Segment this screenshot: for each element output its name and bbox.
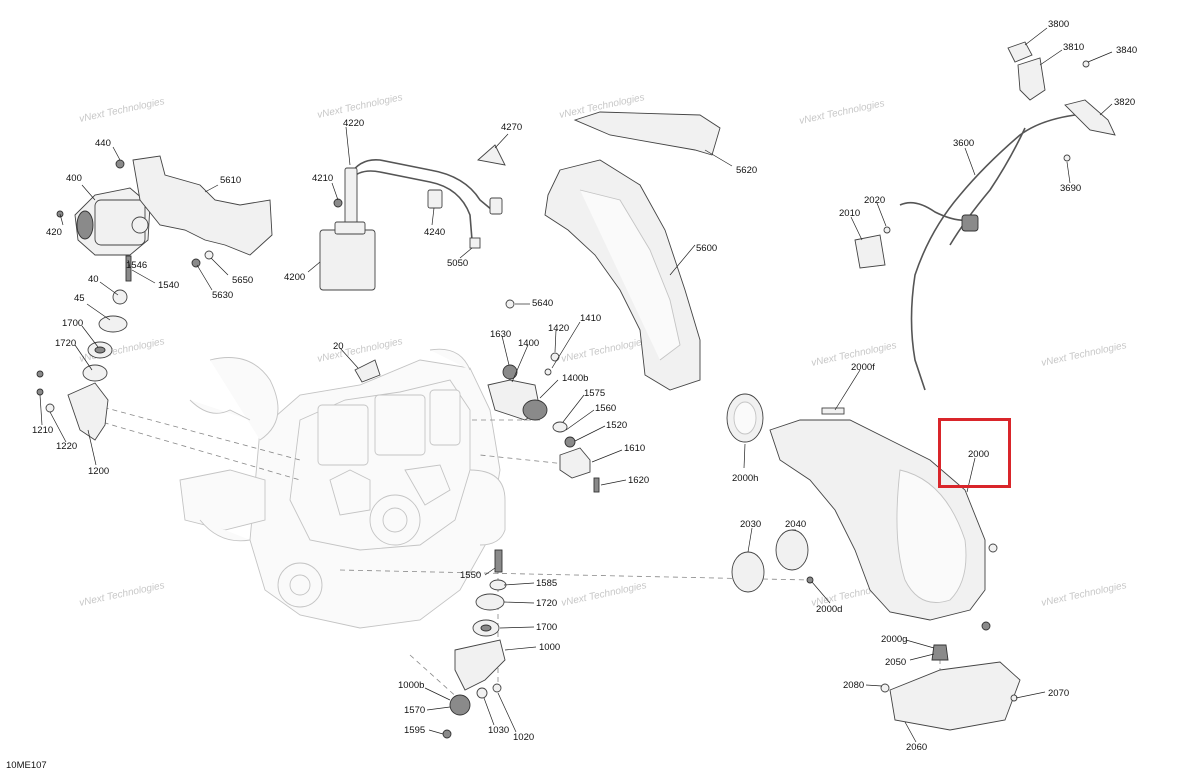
callout-2060: 2060 [906, 742, 927, 753]
callout-1546: 1546 [126, 260, 147, 271]
callout-1540: 1540 [158, 280, 179, 291]
watermark: vNext Technologies [78, 580, 165, 609]
watermark: vNext Technologies [316, 92, 403, 121]
callout-5650: 5650 [232, 275, 253, 286]
watermark: vNext Technologies [1040, 580, 1127, 609]
callout-4270: 4270 [501, 122, 522, 133]
callout-1200: 1200 [88, 466, 109, 477]
callout-5640: 5640 [532, 298, 553, 309]
callout-1610: 1610 [624, 443, 645, 454]
highlighted-part-box[interactable]: 2000 [938, 418, 1011, 488]
callout-5610: 5610 [220, 175, 241, 186]
callout-2000f: 2000f [851, 362, 875, 373]
diagram-code: 10ME107 [6, 760, 47, 771]
callout-1575: 1575 [584, 388, 605, 399]
callout-1400: 1400 [518, 338, 539, 349]
callout-1210: 1210 [32, 425, 53, 436]
callout-5050: 5050 [447, 258, 468, 269]
callout-1720: 1720 [55, 338, 76, 349]
callout-2020: 2020 [864, 195, 885, 206]
heat-shield-group [505, 111, 721, 391]
callout-400: 400 [66, 173, 82, 184]
callout-2000d: 2000d [816, 604, 842, 615]
callout-1595: 1595 [404, 725, 425, 736]
callout-1620: 1620 [628, 475, 649, 486]
watermark: vNext Technologies [560, 580, 647, 609]
callout-3840: 3840 [1116, 45, 1137, 56]
engine-assembly-illustration [179, 348, 506, 629]
callout-2000h: 2000h [732, 473, 758, 484]
callout-5630: 5630 [212, 290, 233, 301]
callout-40: 40 [88, 274, 99, 285]
callout-2080: 2080 [843, 680, 864, 691]
watermark: vNext Technologies [1040, 340, 1127, 369]
callout-3690: 3690 [1060, 183, 1081, 194]
callout-1000b: 1000b [398, 680, 424, 691]
callout-5620: 5620 [736, 165, 757, 176]
callout-1720: 1720 [536, 598, 557, 609]
callout-1560: 1560 [595, 403, 616, 414]
callout-1585: 1585 [536, 578, 557, 589]
watermark: vNext Technologies [798, 98, 885, 127]
callout-3820: 3820 [1114, 97, 1135, 108]
callout-20: 20 [333, 341, 344, 352]
callout-2050: 2050 [885, 657, 906, 668]
callout-3810: 3810 [1063, 42, 1084, 53]
callout-2040: 2040 [785, 519, 806, 530]
watermark: vNext Technologies [560, 336, 647, 365]
callout-1700: 1700 [62, 318, 83, 329]
callout-1400b: 1400b [562, 373, 588, 384]
callout-4220: 4220 [343, 118, 364, 129]
watermark: vNext Technologies [316, 336, 403, 365]
callout-1550: 1550 [460, 570, 481, 581]
callout-2000g: 2000g [881, 634, 907, 645]
throttle-cable-group [854, 41, 1116, 391]
watermark: vNext Technologies [78, 96, 165, 125]
ignition-coil-group [319, 144, 506, 291]
callout-1700: 1700 [536, 622, 557, 633]
callout-1520: 1520 [606, 420, 627, 431]
callout-3800: 3800 [1048, 19, 1069, 30]
callout-2070: 2070 [1048, 688, 1069, 699]
callout-1420: 1420 [548, 323, 569, 334]
callout-4240: 4240 [424, 227, 445, 238]
callout-1030: 1030 [488, 725, 509, 736]
callout-1020: 1020 [513, 732, 534, 743]
engine-mount-group [442, 549, 507, 739]
starter-motor-group [36, 155, 273, 441]
callout-45: 45 [74, 293, 85, 304]
leader-lines [39, 27, 1113, 743]
callout-1570: 1570 [404, 705, 425, 716]
callout-4210: 4210 [312, 173, 333, 184]
callout-1000: 1000 [539, 642, 560, 653]
callout-2010: 2010 [839, 208, 860, 219]
callout-2030: 2030 [740, 519, 761, 530]
callout-4200: 4200 [284, 272, 305, 283]
callout-420: 420 [46, 227, 62, 238]
callout-5600: 5600 [696, 243, 717, 254]
highlighted-part-label: 2000 [968, 449, 990, 460]
water-pump-group [354, 352, 600, 493]
callout-1410: 1410 [580, 313, 601, 324]
callout-labels: 440 400 420 5610 5650 5630 1546 40 1540 … [32, 19, 1137, 753]
callout-1220: 1220 [56, 441, 77, 452]
callout-3600: 3600 [953, 138, 974, 149]
callout-1630: 1630 [490, 329, 511, 340]
airbox-group [726, 393, 1021, 731]
callout-440: 440 [95, 138, 111, 149]
